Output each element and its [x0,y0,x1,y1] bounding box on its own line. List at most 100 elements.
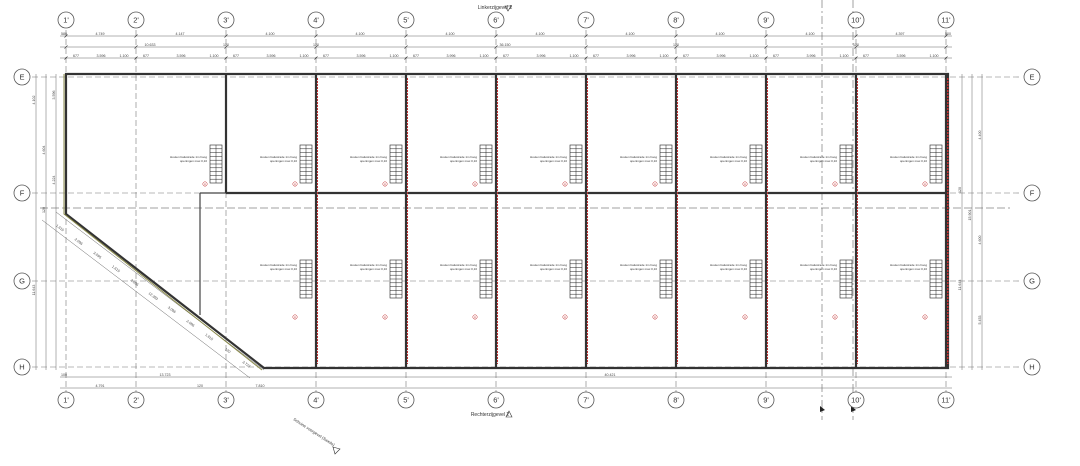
stair-note-line2: openingen max 0,10 [360,267,388,271]
dim-text-top2: 120 [673,43,679,47]
dim-text-bottom: 100 [61,373,67,377]
smoke-detector-symbol [742,181,748,187]
grid-bubble-row [13,68,31,86]
stair-note-line2: openingen max 0,10 [630,267,658,271]
stair-note-line2: openingen max 0,10 [270,267,298,271]
dim-text-top3-small: 677 [323,54,329,58]
dim-text-bottom: 13.723 [160,373,171,377]
dim-text-right: 11.643 [958,280,962,291]
dim-text-top3-small: 677 [413,54,419,58]
dim-text-top1: 4.100 [536,32,545,36]
dim-text-top1: 4.100 [266,32,275,36]
outer-wall [64,72,950,370]
dim-text-bottom: 4.791 [96,384,105,388]
stair-note-line1: Houten balustrade 1m hoog [710,155,747,159]
smoke-detector-symbol [562,181,568,187]
smoke-detector-label: R [834,316,836,319]
walls [63,72,950,371]
dim-text-top3: 3.596 [357,54,366,58]
dim-text-top3-small: 1.100 [120,54,129,58]
dim-tick [584,56,588,60]
stair-note-line1: Houten balustrade 1m hoog [440,263,477,267]
grid-bubble-col-label: 2' [133,396,139,405]
smoke-detector-symbol [652,314,658,320]
stair-note-line1: Houten balustrade 1m hoog [620,155,657,159]
stair-note-line1: Houten balustrade 1m hoog [530,155,567,159]
smoke-detector-symbol [562,314,568,320]
grid-bubble-col [577,391,595,409]
dim-text-left: 4.102 [32,96,36,105]
dim-text-diagonal: 3.727 [241,360,251,369]
dim-text-top3-small: 677 [773,54,779,58]
grid-bubble-col [937,391,955,409]
dim-text-top3: 3.996 [627,54,636,58]
grid-bubble-col-label: 2' [133,16,139,25]
dim-text-top3-small: 677 [73,54,79,58]
dim-text-right: 15.901 [968,210,972,221]
dim-tick [404,45,408,49]
dim-tick [674,34,678,38]
stair-note-line1: Houten balustrade 1m hoog [350,263,387,267]
grid-bubble-col-label: 10' [851,396,861,405]
grid-bubble-col [217,11,235,29]
dim-tick [584,45,588,49]
stair-note-line1: Houten balustrade 1m hoog [260,263,297,267]
dim-text-bottom: 120 [197,384,203,388]
dim-tick [134,34,138,38]
grid-bubble-row [1023,68,1041,86]
grid-bubble-col [667,391,685,409]
dim-text-top2: 120 [223,43,229,47]
dim-tick [64,56,68,60]
grid-bubble-col-label: 7' [583,16,589,25]
smoke-detector-label: R [474,316,476,319]
section-arrow-a [820,406,825,412]
dim-text-top1: 4.749 [96,32,105,36]
stair-note-line2: openingen max 0,10 [540,159,568,163]
dim-text-top1: 4.147 [176,32,185,36]
smoke-detector-label: R [384,316,386,319]
dim-text-top3: 3.996 [537,54,546,58]
grid-bubbles: 1'1'2'2'3'3'4'4'5'5'6'6'7'7'8'8'9'9'10'1… [13,11,1041,409]
smoke-detector-label: R [654,316,656,319]
dim-text-top1: 4.397 [896,32,905,36]
smoke-detector-symbol [292,314,298,320]
smoke-detector-label: R [744,316,746,319]
dim-text-diagonal: 1.615 [111,265,121,274]
dim-tick [404,34,408,38]
grid-bubble-col [397,391,415,409]
grid-bubble-row-label: H [19,363,24,372]
grid-lines [32,30,1022,392]
dim-tick [944,56,948,60]
grid-bubble-col-label: 1' [63,396,69,405]
dim-text-top3-small: 1.100 [480,54,489,58]
grid-bubble-col [847,11,865,29]
grid-bubble-col-label: 9' [763,396,769,405]
dim-text-top3-small: 1.100 [210,54,219,58]
stair-note-line1: Houten balustrade 1m hoog [260,155,297,159]
dim-text-top3-small: 677 [683,54,689,58]
dim-text-top2: 120 [313,43,319,47]
dim-text-top3: 3.996 [717,54,726,58]
dim-text-top3-small: 1.100 [300,54,309,58]
dim-text-top3: 3.996 [447,54,456,58]
dim-text-left: 3.596 [52,91,56,100]
dim-tick [134,45,138,49]
dim-tick [854,34,858,38]
stair-note-line2: openingen max 0,10 [540,267,568,271]
stair-note-line2: openingen max 0,10 [450,267,478,271]
dim-tick [854,56,858,60]
smoke-detector-label: R [924,316,926,319]
grid-bubble-col-label: 8' [673,396,679,405]
dim-tick [944,34,948,38]
grid-bubble-col-label: 11' [941,396,951,405]
dim-text-top3-small: 677 [233,54,239,58]
grid-bubble-col-label: 9' [763,16,769,25]
dim-text-top3: 3.996 [807,54,816,58]
dim-text-top1: 4.100 [806,32,815,36]
stair-note-line1: Houten balustrade 1m hoog [800,263,837,267]
dim-text-top1: 500 [945,32,951,36]
stair-note-line2: openingen max 0,10 [810,159,838,163]
stair-note-line1: Houten balustrade 1m hoog [350,155,387,159]
stair-note-line1: Houten balustrade 1m hoog [890,155,927,159]
grid-bubble-col-label: 10' [851,16,861,25]
